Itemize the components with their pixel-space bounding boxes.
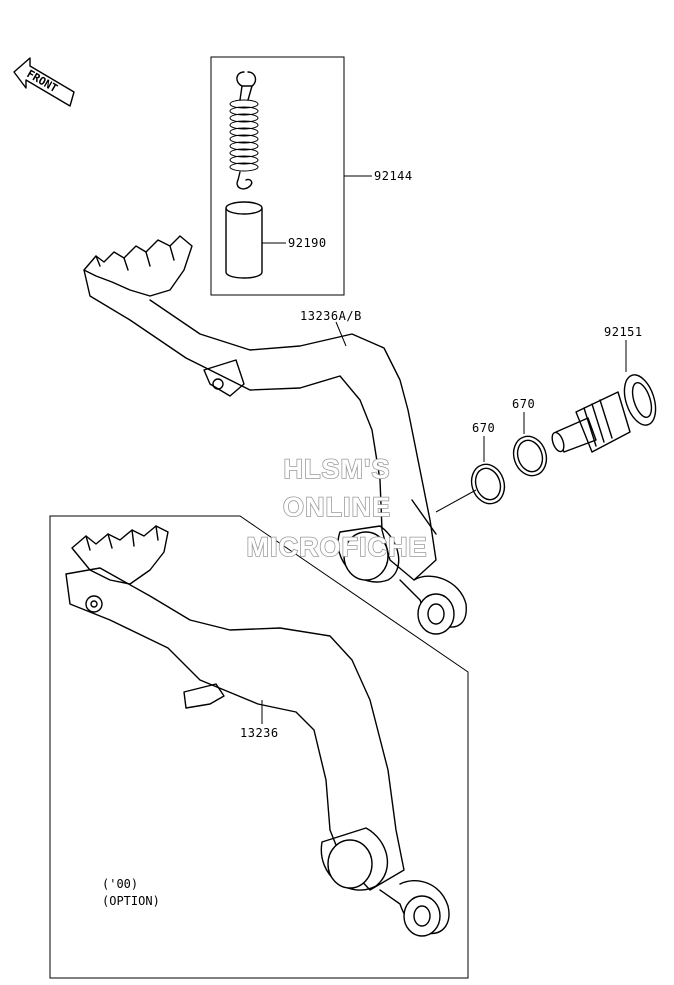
leader-13236ab (335, 321, 347, 347)
label-92151: 92151 (604, 325, 643, 339)
pivot-bolt-icon (551, 374, 657, 453)
brake-pedal-upper (83, 235, 467, 635)
axis-line (435, 489, 477, 513)
label-92190: 92190 (288, 236, 327, 250)
label-92144: 92144 (374, 169, 413, 183)
front-arrow-icon: FRONT (13, 57, 75, 107)
spring-icon (229, 71, 259, 190)
collar-icon (225, 201, 263, 279)
front-label: FRONT (25, 67, 61, 95)
watermark-line3: MICROFICHE (247, 532, 428, 562)
label-670-inner: 670 (472, 421, 495, 435)
option-box (49, 515, 469, 979)
o-ring-outer-icon (512, 435, 548, 477)
label-13236: 13236 (240, 726, 279, 740)
label-13236ab: 13236A/B (300, 309, 362, 323)
watermark-line1: HLSM'S (284, 454, 391, 484)
option-note: (OPTION) (102, 894, 160, 908)
o-ring-inner-icon (470, 463, 506, 505)
option-year-note: ('00) (102, 877, 138, 891)
brake-pedal-lower (65, 525, 450, 937)
watermark-line2: ONLINE (283, 492, 391, 522)
label-670-outer: 670 (512, 397, 535, 411)
